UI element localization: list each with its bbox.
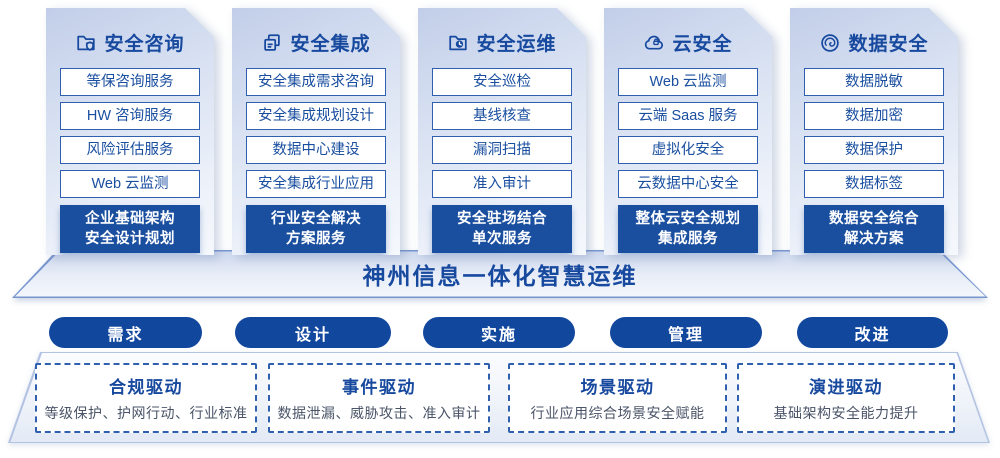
service-item: 风险评估服务 [60,136,200,164]
driver-desc: 行业应用综合场景安全赋能 [530,405,705,421]
copy-docs-icon [261,32,283,54]
service-item: 云端 Saas 服务 [618,102,758,130]
column-title: 安全集成 [290,34,371,55]
driver-title: 场景驱动 [580,378,655,397]
driver-title: 演进驱动 [809,378,883,397]
driver-box-scenario: 场景驱动 行业应用综合场景安全赋能 [508,363,727,433]
process-pill-requirement: 需求 [49,317,202,348]
service-item: 准入审计 [432,170,572,198]
column-title: 云安全 [672,34,733,55]
column-highlight: 整体云安全规划 集成服务 [618,205,758,253]
banner-fill [15,251,986,297]
service-item: 数据脱敏 [804,68,944,96]
column-data-security: 数据安全 数据脱敏 数据加密 数据保护 数据标签 数据安全综合 解决方案 [790,8,958,255]
column-highlight: 行业安全解决 方案服务 [246,205,386,253]
column-header: 安全运维 [418,8,586,56]
service-item: 虚拟化安全 [618,136,758,164]
driver-box-evolution: 演进驱动 基础架构安全能力提升 [737,363,955,433]
service-item: Web 云监测 [618,68,758,96]
process-pill-management: 管理 [610,317,762,348]
column-title: 安全咨询 [104,34,185,55]
driver-title: 事件驱动 [342,378,416,397]
folder-clock-icon [447,32,469,54]
service-item: 等保咨询服务 [60,68,200,96]
service-item: 安全巡检 [432,68,572,96]
banner-title: 神州信息一体化智慧运维 [362,263,638,289]
service-item: 云数据中心安全 [618,170,758,198]
column-title: 数据安全 [848,34,929,55]
column-header: 安全集成 [232,8,400,56]
process-pill-improvement: 改进 [797,317,948,348]
column-highlight: 安全驻场结合 单次服务 [432,205,572,253]
column-header: 安全咨询 [46,8,214,56]
cloud-lock-icon [643,32,665,54]
service-item: 安全集成规划设计 [246,102,386,130]
service-item: 数据保护 [804,136,944,164]
column-security-operations: 安全运维 安全巡检 基线核查 漏洞扫描 准入审计 安全驻场结合 单次服务 [418,8,586,255]
driver-desc: 等级保护、护网行动、行业标准 [44,405,248,421]
service-item: 数据加密 [804,102,944,130]
service-item: 基线核查 [432,102,572,130]
service-item: 安全集成行业应用 [246,170,386,198]
column-header: 数据安全 [790,8,958,56]
process-pill-design: 设计 [235,317,391,348]
process-pill-implementation: 实施 [423,317,575,348]
banner: 神州信息一体化智慧运维 [0,250,1000,298]
service-item: 数据中心建设 [246,136,386,164]
column-cloud-security: 云安全 Web 云监测 云端 Saas 服务 虚拟化安全 云数据中心安全 整体云… [604,8,772,255]
column-security-integration: 安全集成 安全集成需求咨询 安全集成规划设计 数据中心建设 安全集成行业应用 行… [232,8,400,255]
column-header: 云安全 [604,8,772,56]
service-item: HW 咨询服务 [60,102,200,130]
fingerprint-icon [819,32,841,54]
column-highlight: 企业基础架构 安全设计规划 [60,205,200,253]
driver-box-compliance: 合规驱动 等级保护、护网行动、行业标准 [35,363,257,433]
service-item: Web 云监测 [60,170,200,198]
column-security-consulting: 安全咨询 等保咨询服务 HW 咨询服务 风险评估服务 Web 云监测 企业基础架… [46,8,214,255]
service-item: 安全集成需求咨询 [246,68,386,96]
folder-shield-icon [75,32,97,54]
service-item: 漏洞扫描 [432,136,572,164]
driver-box-incident: 事件驱动 数据泄漏、威胁攻击、准入审计 [268,363,490,433]
column-title: 安全运维 [476,34,557,55]
driver-title: 合规驱动 [109,378,183,397]
driver-desc: 基础架构安全能力提升 [773,405,919,421]
column-highlight: 数据安全综合 解决方案 [804,205,944,253]
service-item: 数据标签 [804,170,944,198]
driver-desc: 数据泄漏、威胁攻击、准入审计 [277,405,481,421]
